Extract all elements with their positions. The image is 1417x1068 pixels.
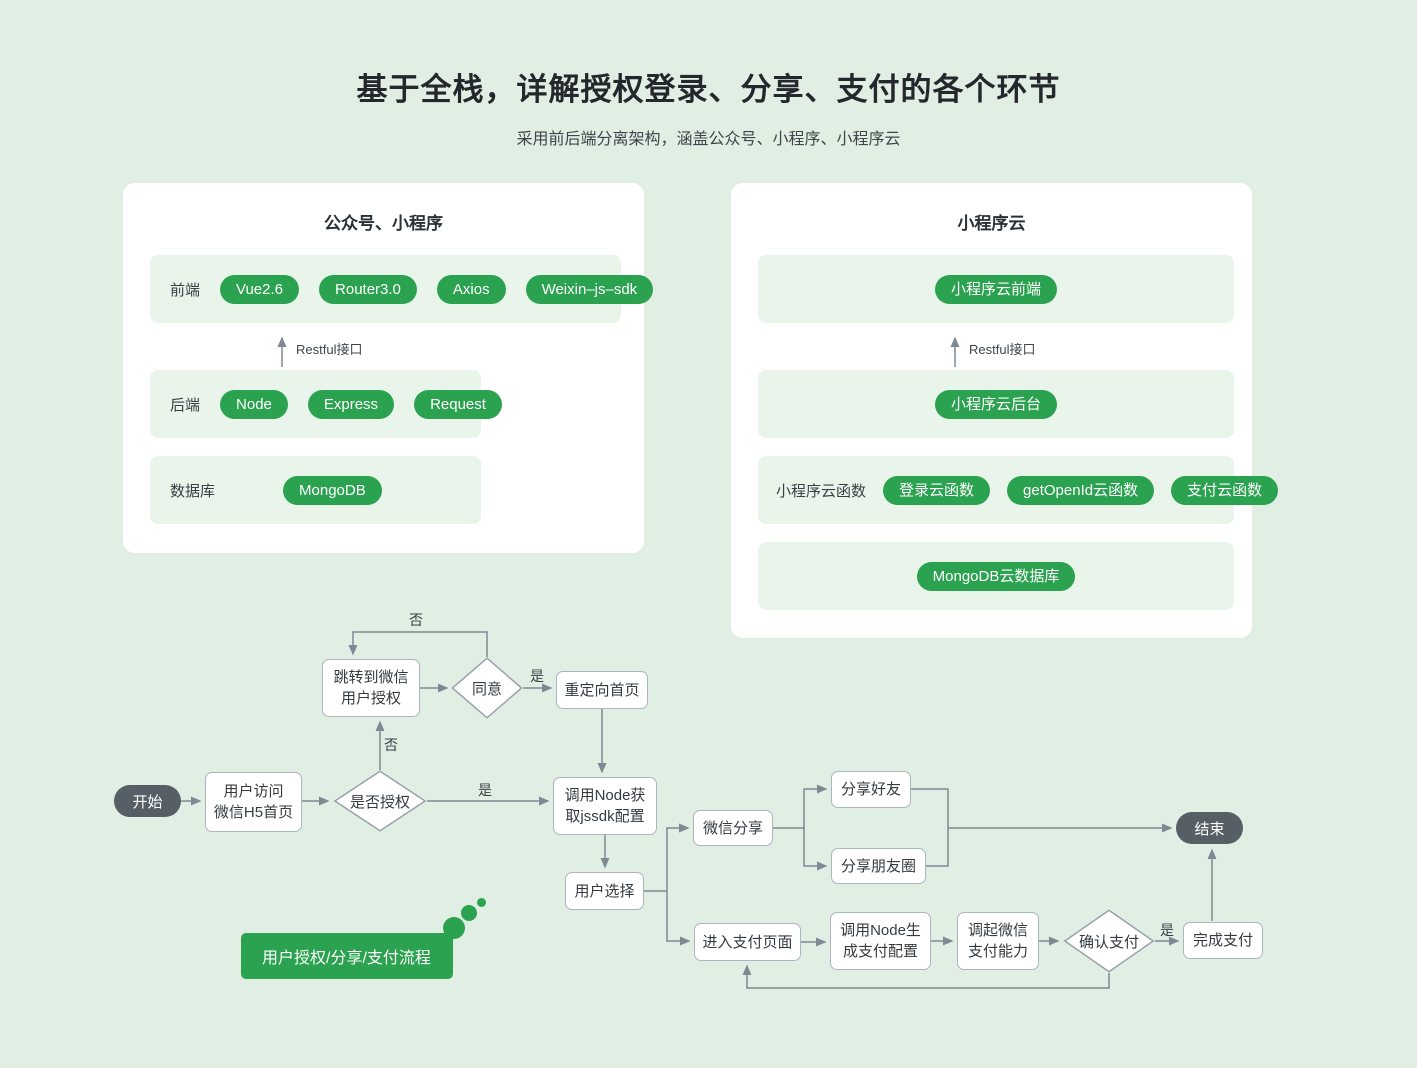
card-official-account: 公众号、小程序 前端 Vue2.6 Router3.0 Axios Weixin… [123,183,654,553]
flow-node-share-friend: 分享好友 [831,771,911,808]
row-label: 后端 [170,396,201,414]
tech-pill: MongoDB [283,475,382,505]
flow-node-wechat-share: 微信分享 [693,810,773,846]
row-label: 数据库 [170,482,216,500]
row-cloud-database: MongoDB云数据库 [758,542,1234,610]
restful-interface-label: Restful接口 [969,342,1036,357]
row-cloud-backend: 小程序云后台 [758,370,1234,438]
flow-node-end: 结束 [1176,812,1243,844]
tech-pill: getOpenId云函数 [1007,475,1155,505]
tech-pill: Request [414,389,502,419]
decorative-dot [443,917,465,939]
card-miniprogram-cloud: 小程序云 小程序云前端 小程序云后台 小程序云函数 登录云函数 getOpenI… [731,183,1279,638]
tech-pill: Router3.0 [319,274,417,304]
card-title: 小程序云 [957,214,1026,233]
row-frontend: 前端 Vue2.6 Router3.0 Axios Weixin–js–sdk [150,255,654,323]
page-header: 基于全栈，详解授权登录、分享、支付的各个环节 采用前后端分离架构，涵盖公众号、小… [0,0,1417,149]
row-label: 前端 [170,281,201,299]
flow-decision-confirm-pay: 确认支付 [1063,909,1155,973]
flow-node-share-moments: 分享朋友圈 [831,848,926,884]
tech-pill: Node [220,389,288,419]
tech-pill: MongoDB云数据库 [916,561,1076,591]
row-cloud-frontend: 小程序云前端 [758,255,1234,323]
flow-node-user-choice: 用户选择 [565,872,644,910]
row-label: 小程序云函数 [776,482,867,500]
page-title: 基于全栈，详解授权登录、分享、支付的各个环节 [356,72,1061,107]
row-backend: 后端 Node Express Request [150,370,502,438]
diamond-shape [1063,909,1155,973]
tech-pill: Axios [436,274,506,304]
edge-label-yes: 是 [1160,922,1174,938]
tech-pill: Weixin–js–sdk [525,274,654,304]
flow-node-redirect-home: 重定向首页 [556,671,648,709]
edge-label-no: 否 [384,737,398,753]
flow-node-enter-pay-page: 进入支付页面 [694,923,801,961]
decorative-dot [477,898,486,907]
flow-node-gen-pay-config: 调用Node生 成支付配置 [830,912,931,970]
flow-node-get-jssdk-config: 调用Node获 取jssdk配置 [553,777,657,835]
flow-decision-agree: 同意 [451,657,523,719]
tech-pill: Express [307,389,395,419]
diamond-shape [451,657,523,719]
row-cloud-functions: 小程序云函数 登录云函数 getOpenId云函数 支付云函数 [758,456,1279,524]
restful-interface-label: Restful接口 [296,342,363,357]
diamond-shape [333,770,427,832]
edge-label-no: 否 [409,612,423,628]
tech-pill: 小程序云前端 [934,274,1057,304]
page-subtitle: 采用前后端分离架构，涵盖公众号、小程序、小程序云 [516,131,901,148]
tech-pill: 支付云函数 [1171,475,1279,505]
flowchart-caption: 用户授权/分享/支付流程 [241,933,453,979]
tech-pill: Vue2.6 [220,274,300,304]
card-title: 公众号、小程序 [324,214,443,233]
row-database: 数据库 MongoDB [150,456,481,524]
decorative-dot [461,905,477,921]
flow-node-jump-wechat-auth: 跳转到微信 用户授权 [322,659,420,717]
edge-label-yes: 是 [530,668,544,684]
edge-label-yes: 是 [478,782,492,798]
flow-node-invoke-wechat-pay: 调起微信 支付能力 [957,912,1039,970]
tech-pill: 小程序云后台 [934,389,1057,419]
flow-decision-authorized: 是否授权 [333,770,427,832]
flow-node-start: 开始 [114,785,181,817]
flow-node-visit-home: 用户访问 微信H5首页 [205,772,302,832]
flow-node-pay-complete: 完成支付 [1183,922,1263,959]
tech-pill: 登录云函数 [883,475,991,505]
